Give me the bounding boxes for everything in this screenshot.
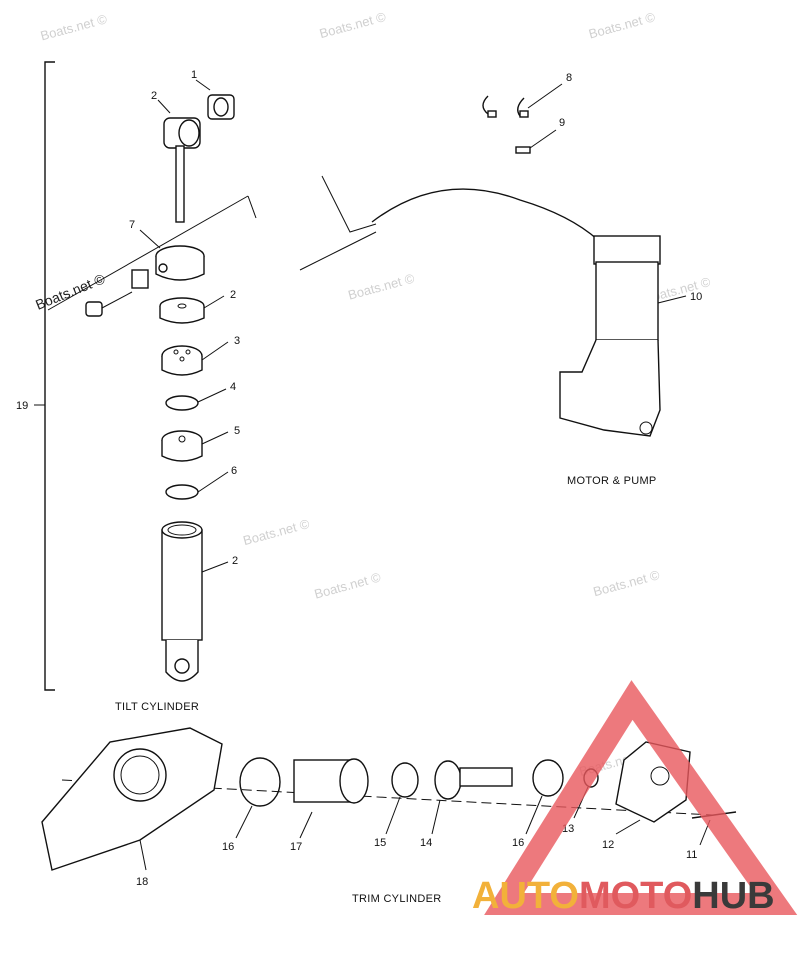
- callout-3: 3: [234, 335, 240, 347]
- part-16-seal-left: [239, 757, 281, 807]
- caption-trim-cylinder: TRIM CYLINDER: [352, 893, 441, 905]
- part-4-o-ring: [165, 395, 199, 411]
- callout-16a: 16: [222, 841, 234, 853]
- callout-16b: 16: [512, 837, 524, 849]
- trim-cylinder-assembly: [41, 727, 737, 871]
- callout-9: 9: [559, 117, 565, 129]
- part-15-ring: [391, 762, 419, 798]
- part-6-o-ring: [165, 484, 199, 500]
- callout-2a: 2: [151, 90, 157, 102]
- watermark-8: Boats.net ©: [592, 567, 662, 599]
- part-1-bushing: [195, 79, 235, 120]
- callout-18: 18: [136, 876, 148, 888]
- callout-5: 5: [234, 425, 240, 437]
- tilt-assembly-bracket: [34, 61, 257, 691]
- part-9-terminal: [515, 129, 557, 154]
- watermark-7: Boats.net ©: [313, 569, 383, 601]
- logo-auto: AUTO: [472, 875, 579, 917]
- watermark-1: Boats.net ©: [39, 11, 109, 43]
- callout-2c: 2: [232, 555, 238, 567]
- part-14-piston-rod: [431, 760, 513, 835]
- part-2-washer: [159, 297, 205, 324]
- callout-17: 17: [290, 841, 302, 853]
- logo-text: AUTOMOTOHUB: [472, 875, 775, 917]
- logo-triangle: [484, 680, 798, 915]
- watermark-6: Boats.net ©: [241, 516, 311, 548]
- watermark-3: Boats.net ©: [587, 9, 657, 41]
- part-8-connectors: [482, 83, 563, 118]
- callout-12: 12: [602, 839, 614, 851]
- callout-6: 6: [231, 465, 237, 477]
- caption-motor-pump: MOTOR & PUMP: [567, 475, 657, 487]
- callout-7: 7: [129, 219, 135, 231]
- watermark-4: Boats.net ©: [346, 270, 416, 302]
- callout-2b: 2: [230, 289, 236, 301]
- logo-moto: MOTO: [579, 875, 692, 917]
- callout-4: 4: [230, 381, 236, 393]
- part-2-tilt-cylinder: [161, 521, 203, 682]
- logo-hub: HUB: [692, 875, 774, 917]
- callout-15: 15: [374, 837, 386, 849]
- callout-14: 14: [420, 837, 432, 849]
- part-7-clamp: [131, 229, 205, 289]
- automotohub-logo: AUTOMOTOHUB: [472, 680, 798, 917]
- part-10-motor-pump: [299, 175, 661, 437]
- part-3-cap: [161, 345, 203, 376]
- part-5-piston: [161, 430, 203, 462]
- callout-labels: 1 2 7 2 3 4 5 6 2 19 8 9 10 18 16 17 15 …: [16, 69, 702, 888]
- clamp-bolt: [85, 291, 133, 317]
- callout-11: 11: [686, 849, 697, 861]
- caption-tilt-cylinder: TILT CYLINDER: [115, 701, 199, 713]
- callout-10: 10: [690, 291, 702, 303]
- part-16-seal-right: [532, 759, 564, 797]
- callout-8: 8: [566, 72, 572, 84]
- part-2-tilt-rod: [157, 99, 201, 223]
- callout-19: 19: [16, 400, 28, 412]
- watermark-2: Boats.net ©: [318, 9, 388, 41]
- callout-1: 1: [191, 69, 197, 81]
